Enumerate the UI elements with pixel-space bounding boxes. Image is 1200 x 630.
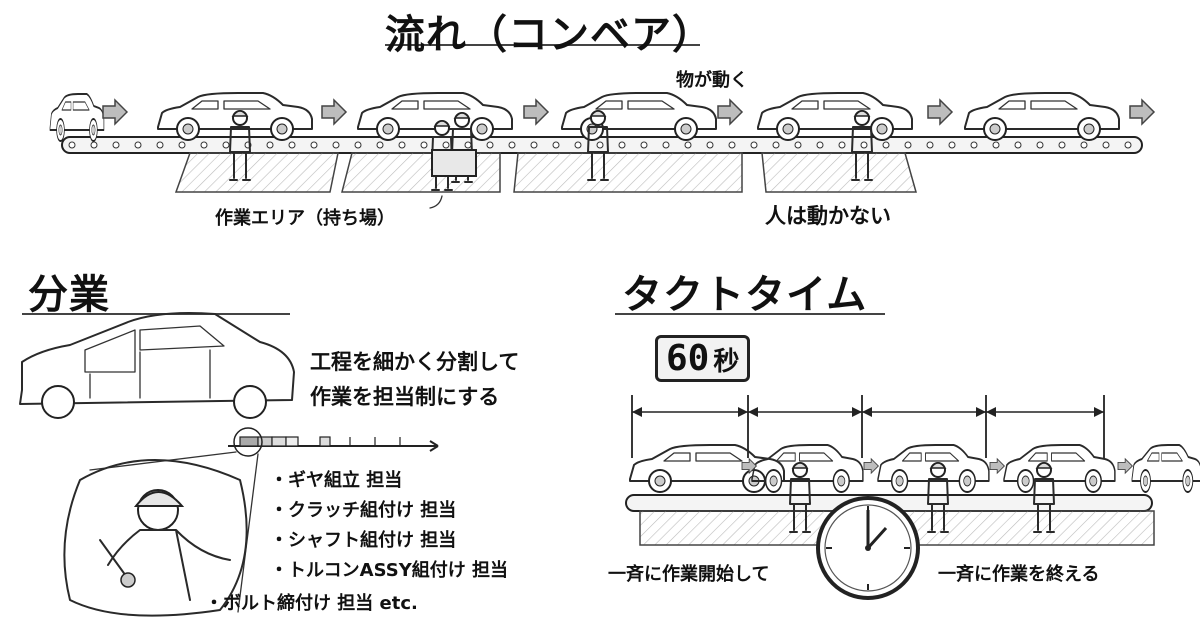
takt-car-1 bbox=[629, 444, 785, 493]
takt-car-5 bbox=[1131, 444, 1200, 493]
takt-arrow-3 bbox=[989, 458, 1005, 474]
timer-display: 60 秒 bbox=[655, 335, 751, 382]
conveyor-roller bbox=[1014, 141, 1022, 149]
conveyor-roller bbox=[640, 141, 648, 149]
conveyor-roller bbox=[860, 141, 868, 149]
car-body-shell bbox=[19, 312, 295, 419]
takt-car-4 bbox=[1003, 444, 1116, 493]
work-area-pointer bbox=[429, 195, 443, 209]
car-2 bbox=[357, 92, 513, 141]
work-area-4 bbox=[761, 152, 917, 193]
conveyor-roller bbox=[376, 141, 384, 149]
takt-intervals bbox=[631, 395, 1105, 458]
car-3 bbox=[561, 92, 717, 141]
moving-label: 物が動く bbox=[676, 70, 748, 91]
timer-value: 60 bbox=[666, 338, 710, 379]
conveyor-roller bbox=[750, 141, 758, 149]
car-partial bbox=[49, 93, 105, 142]
conveyor-roller bbox=[706, 141, 714, 149]
conveyor-roller bbox=[1124, 141, 1132, 149]
conveyor-roller bbox=[530, 141, 538, 149]
conveyor-roller bbox=[1036, 141, 1044, 149]
conveyor-roller bbox=[662, 141, 670, 149]
work-area-3 bbox=[513, 152, 743, 193]
conveyor-roller bbox=[1102, 141, 1110, 149]
division-timeline bbox=[228, 427, 439, 457]
takt-arrow-2 bbox=[863, 458, 879, 474]
conveyor-roller bbox=[442, 141, 450, 149]
clock-icon bbox=[816, 496, 920, 600]
conveyor-roller bbox=[222, 141, 230, 149]
conveyor-roller bbox=[354, 141, 362, 149]
conveyor-roller bbox=[816, 141, 824, 149]
conveyor-roller bbox=[926, 141, 934, 149]
conveyor-roller bbox=[948, 141, 956, 149]
flow-arrow-5 bbox=[927, 99, 953, 125]
worker-closeup bbox=[63, 459, 248, 617]
takt-end-label: 一斉に作業を終える bbox=[938, 564, 1100, 585]
conveyor-roller bbox=[684, 141, 692, 149]
flow-arrow-2 bbox=[321, 99, 347, 125]
flow-arrow-4 bbox=[717, 99, 743, 125]
takt-start-label: 一斉に作業開始して bbox=[608, 564, 770, 585]
task-item: ・ボルト締付け 担当 etc. bbox=[205, 593, 418, 614]
task-item: ・クラッチ組付け 担当 bbox=[270, 500, 457, 521]
conveyor-roller bbox=[156, 141, 164, 149]
conveyor-roller bbox=[508, 141, 516, 149]
conveyor-rollers bbox=[68, 141, 1132, 149]
conveyor-roller bbox=[398, 141, 406, 149]
flow-arrow-1 bbox=[102, 99, 128, 125]
conveyor-roller bbox=[90, 141, 98, 149]
conveyor-roller bbox=[1058, 141, 1066, 149]
conveyor-roller bbox=[596, 141, 604, 149]
car-4 bbox=[757, 92, 913, 141]
conveyor-roller bbox=[552, 141, 560, 149]
conveyor-roller bbox=[618, 141, 626, 149]
conveyor-roller bbox=[420, 141, 428, 149]
conveyor-roller bbox=[178, 141, 186, 149]
conveyor-roller bbox=[486, 141, 494, 149]
task-item: ・シャフト組付け 担当 bbox=[270, 530, 457, 551]
conveyor-roller bbox=[904, 141, 912, 149]
conveyor-roller bbox=[134, 141, 142, 149]
conveyor-roller bbox=[310, 141, 318, 149]
conveyor-roller bbox=[970, 141, 978, 149]
conveyor-roller bbox=[112, 141, 120, 149]
takt-title: タクトタイム bbox=[622, 272, 868, 318]
conveyor-roller bbox=[882, 141, 890, 149]
conveyor-roller bbox=[1080, 141, 1088, 149]
division-title: 分業 bbox=[28, 272, 110, 318]
work-area-label: 作業エリア（持ち場） bbox=[215, 208, 395, 229]
takt-arrow-4 bbox=[1117, 458, 1133, 474]
conveyor-roller bbox=[772, 141, 780, 149]
conveyor-roller bbox=[794, 141, 802, 149]
task-item: ・トルコンASSY組付け 担当 bbox=[270, 560, 508, 581]
conveyor-roller bbox=[992, 141, 1000, 149]
conveyor-roller bbox=[464, 141, 472, 149]
conveyor-roller bbox=[728, 141, 736, 149]
timer-unit: 秒 bbox=[713, 347, 740, 377]
task-item: ・ギヤ組立 担当 bbox=[270, 470, 403, 491]
conveyor-roller bbox=[838, 141, 846, 149]
division-description-2: 作業を担当制にする bbox=[310, 385, 500, 409]
people-static-label: 人は動かない bbox=[765, 204, 891, 228]
conveyor-roller bbox=[68, 141, 76, 149]
flow-arrow-6 bbox=[1129, 99, 1155, 125]
flow-title: 流れ（コンベア） bbox=[385, 12, 713, 58]
conveyor-roller bbox=[288, 141, 296, 149]
parts-box bbox=[431, 149, 477, 177]
conveyor-roller bbox=[266, 141, 274, 149]
conveyor-roller bbox=[574, 141, 582, 149]
work-area-1 bbox=[174, 152, 339, 193]
division-description-1: 工程を細かく分割して bbox=[310, 350, 520, 374]
conveyor-roller bbox=[200, 141, 208, 149]
car-5 bbox=[964, 92, 1120, 141]
conveyor-roller bbox=[332, 141, 340, 149]
flow-arrow-3 bbox=[523, 99, 549, 125]
